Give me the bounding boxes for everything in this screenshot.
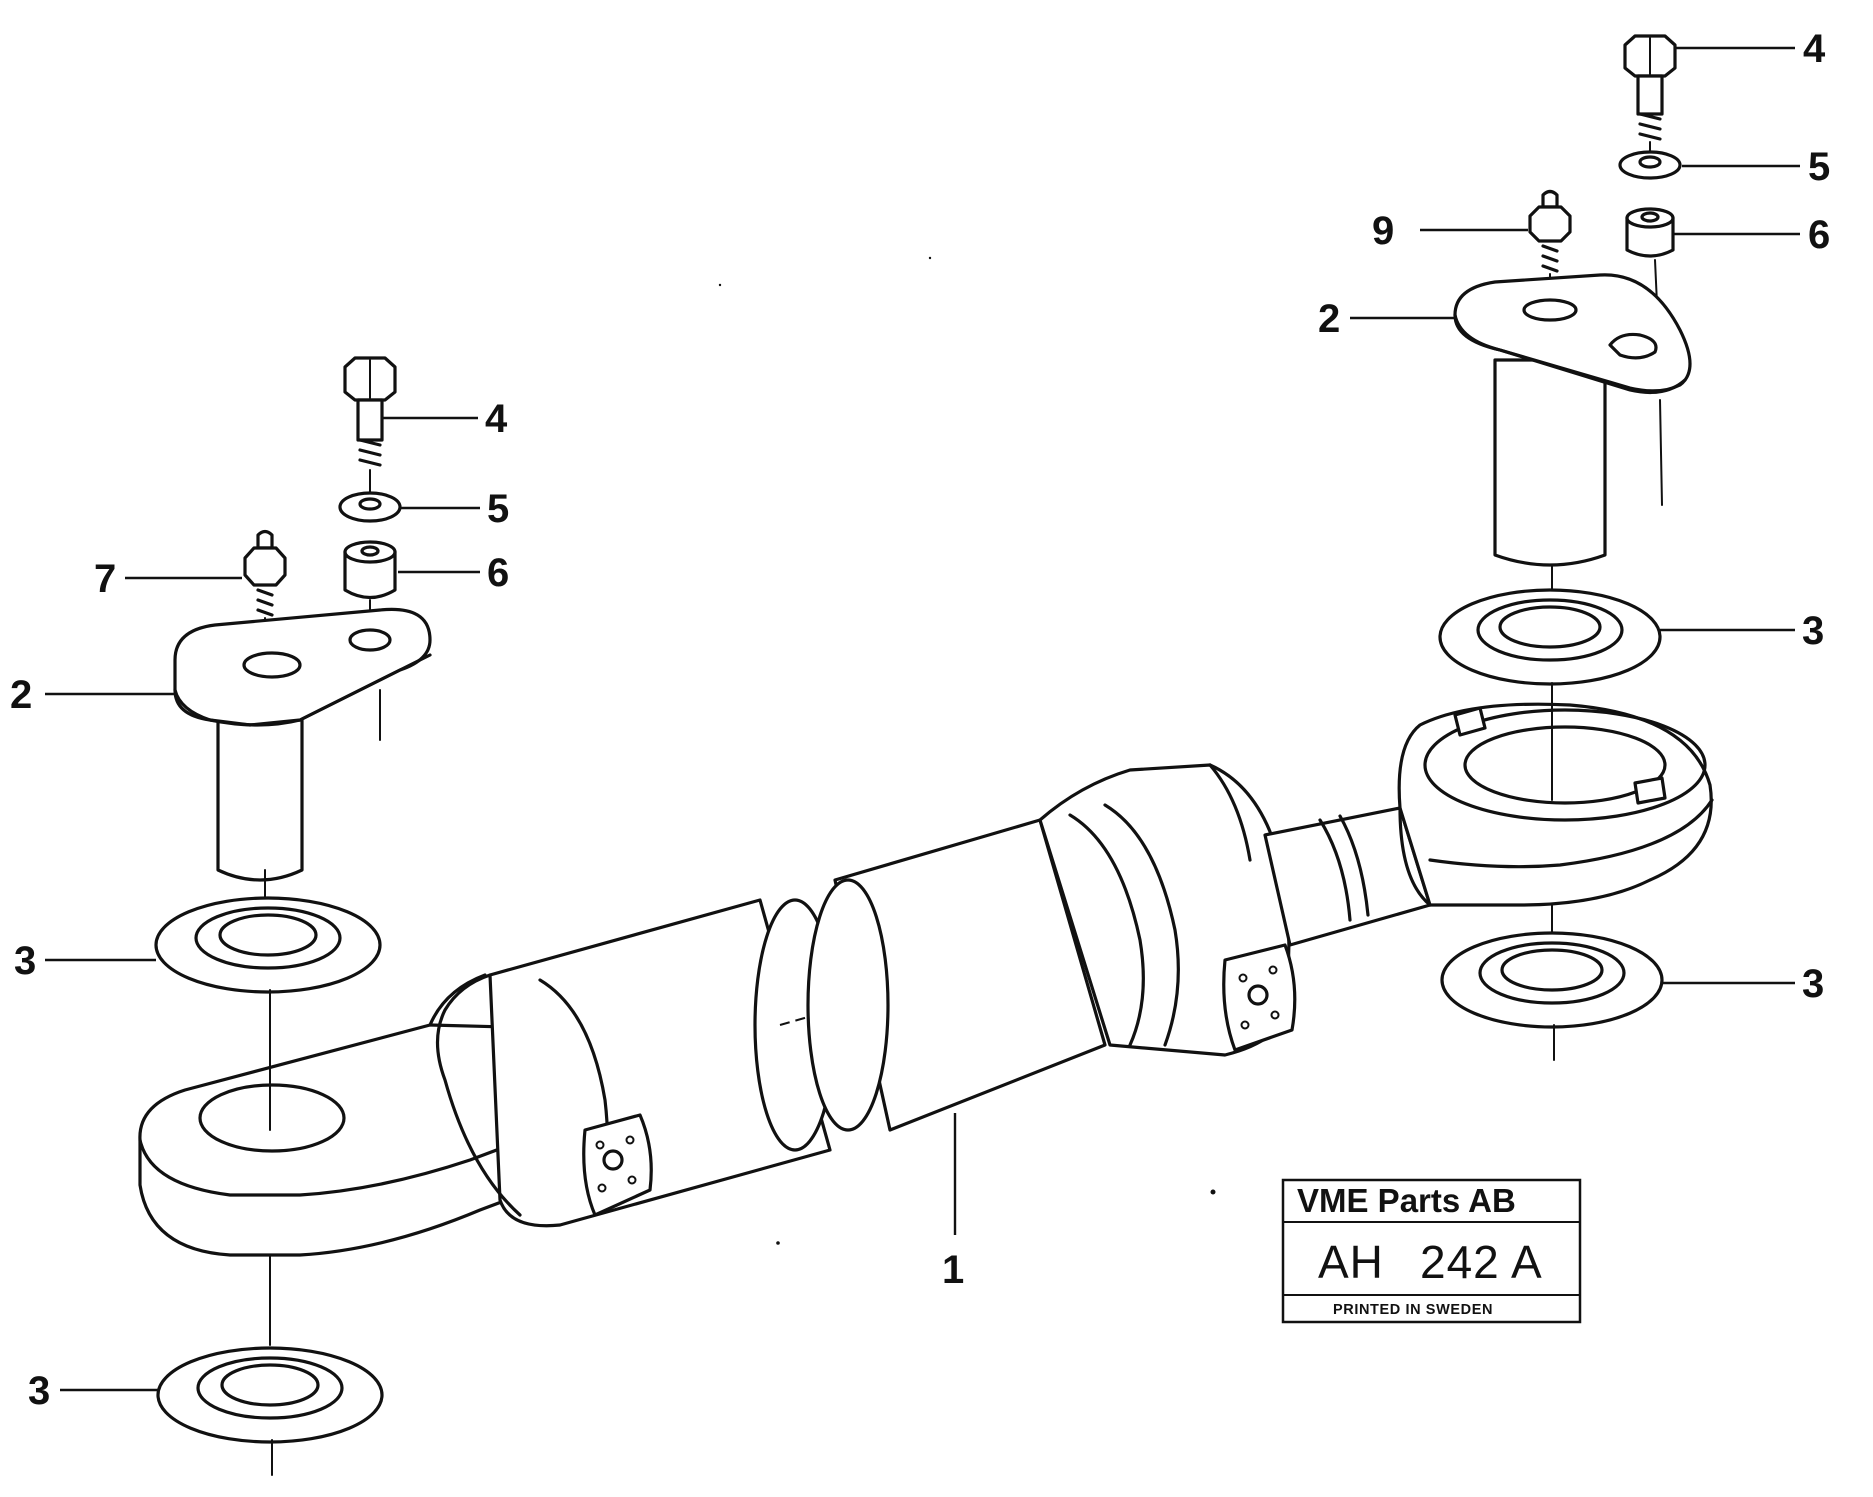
callout-5-right: 5 — [1808, 145, 1830, 189]
left-lower-seal-ring — [156, 1254, 384, 1476]
callout-2-right: 2 — [1318, 297, 1340, 341]
right-eye-bore — [1463, 725, 1667, 805]
callout-1-cylinder: 1 — [942, 1248, 964, 1292]
left-barrel — [488, 898, 832, 1228]
stamp-printed: PRINTED IN SWEDEN — [1333, 1302, 1493, 1318]
left-grease-nipple — [243, 529, 287, 651]
leader-lines — [45, 46, 1800, 1392]
left-pin — [173, 607, 432, 906]
right-eye-outer-ring — [1423, 708, 1707, 822]
right-upper-seal-ring — [1438, 588, 1662, 801]
callout-3-right-lower: 3 — [1802, 962, 1824, 1006]
callout-9-right: 9 — [1372, 209, 1394, 253]
right-grease-nipple — [1528, 189, 1572, 301]
callout-numbers: 4 5 6 7 2 3 3 1 4 5 6 9 2 3 3 — [10, 27, 1830, 1413]
stamp-code-prefix: AH — [1318, 1236, 1384, 1288]
left-washer — [338, 491, 402, 523]
right-clamp-lug — [1222, 943, 1297, 1052]
left-spacer — [343, 540, 397, 616]
right-washer — [1618, 150, 1682, 180]
callout-3-left-lower: 3 — [28, 1369, 50, 1413]
right-rod-eye — [1397, 702, 1713, 907]
callout-4-right: 4 — [1803, 27, 1826, 71]
parts-stamp: VME Parts AB AH 242 A PRINTED IN SWEDEN — [1281, 1178, 1582, 1324]
right-break-end — [806, 878, 890, 1132]
right-bolt — [1623, 34, 1677, 153]
hydraulic-cylinder — [138, 702, 1714, 1257]
left-upper-seal-ring — [154, 896, 382, 1131]
right-pin — [1453, 273, 1692, 591]
stamp-company: VME Parts AB — [1297, 1182, 1516, 1219]
callout-3-left-upper: 3 — [14, 939, 36, 983]
right-pin-stack — [1438, 34, 1692, 1061]
callout-5-left: 5 — [487, 487, 509, 531]
callout-4-left: 4 — [485, 397, 508, 441]
callout-2-left: 2 — [10, 673, 32, 717]
callout-6-left: 6 — [487, 551, 509, 595]
left-pin-stack — [154, 356, 432, 1476]
callout-6-right: 6 — [1808, 213, 1830, 257]
right-lower-seal-ring — [1440, 904, 1664, 1061]
left-bolt — [343, 356, 397, 496]
callout-7-left: 7 — [94, 557, 116, 601]
stamp-code-number: 242 A — [1420, 1236, 1543, 1288]
callout-3-right-upper: 3 — [1802, 609, 1824, 653]
left-eye-bore — [198, 1083, 346, 1153]
